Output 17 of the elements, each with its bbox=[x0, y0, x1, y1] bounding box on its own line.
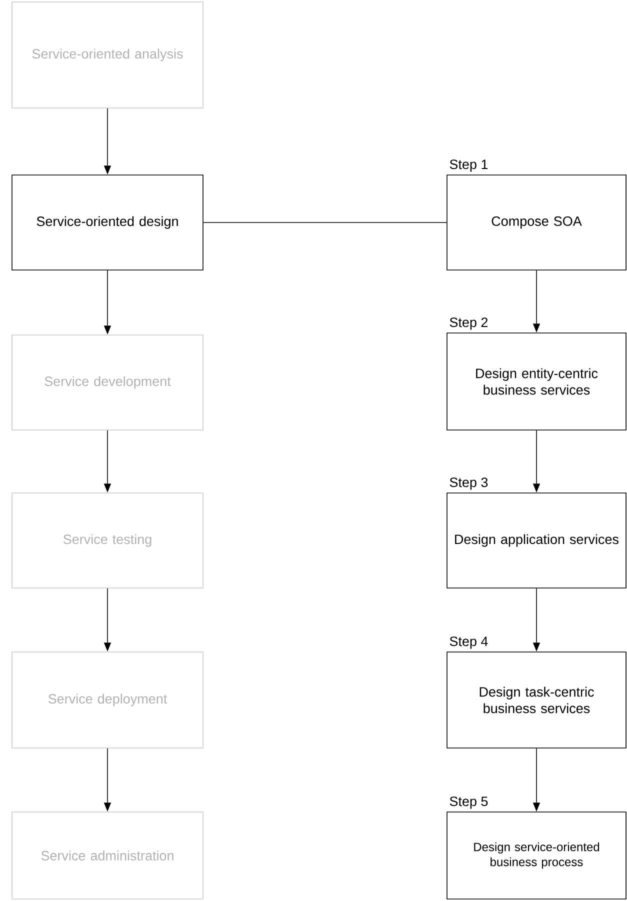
process-box: Design application services bbox=[446, 492, 626, 588]
step-label: Step 4 bbox=[450, 636, 488, 649]
step-label: Step 1 bbox=[450, 160, 488, 172]
process-box: Compose SOA bbox=[446, 174, 626, 270]
step-label: Step 5 bbox=[450, 796, 488, 809]
connector-line bbox=[203, 222, 447, 223]
process-box: Service development bbox=[12, 334, 204, 430]
process-box: Design service-oriented business process bbox=[446, 812, 626, 900]
process-box: Service deployment bbox=[12, 652, 204, 748]
process-box: Service testing bbox=[12, 492, 204, 588]
step-label: Step 3 bbox=[450, 478, 488, 490]
process-box: Service-oriented analysis bbox=[12, 2, 204, 108]
process-box: Design entity-centric business services bbox=[446, 332, 626, 430]
process-box: Service-oriented design bbox=[12, 174, 204, 270]
process-box: Service administration bbox=[12, 812, 204, 900]
step-label: Step 2 bbox=[450, 318, 488, 330]
process-box: Design task-centric business services bbox=[446, 652, 626, 748]
